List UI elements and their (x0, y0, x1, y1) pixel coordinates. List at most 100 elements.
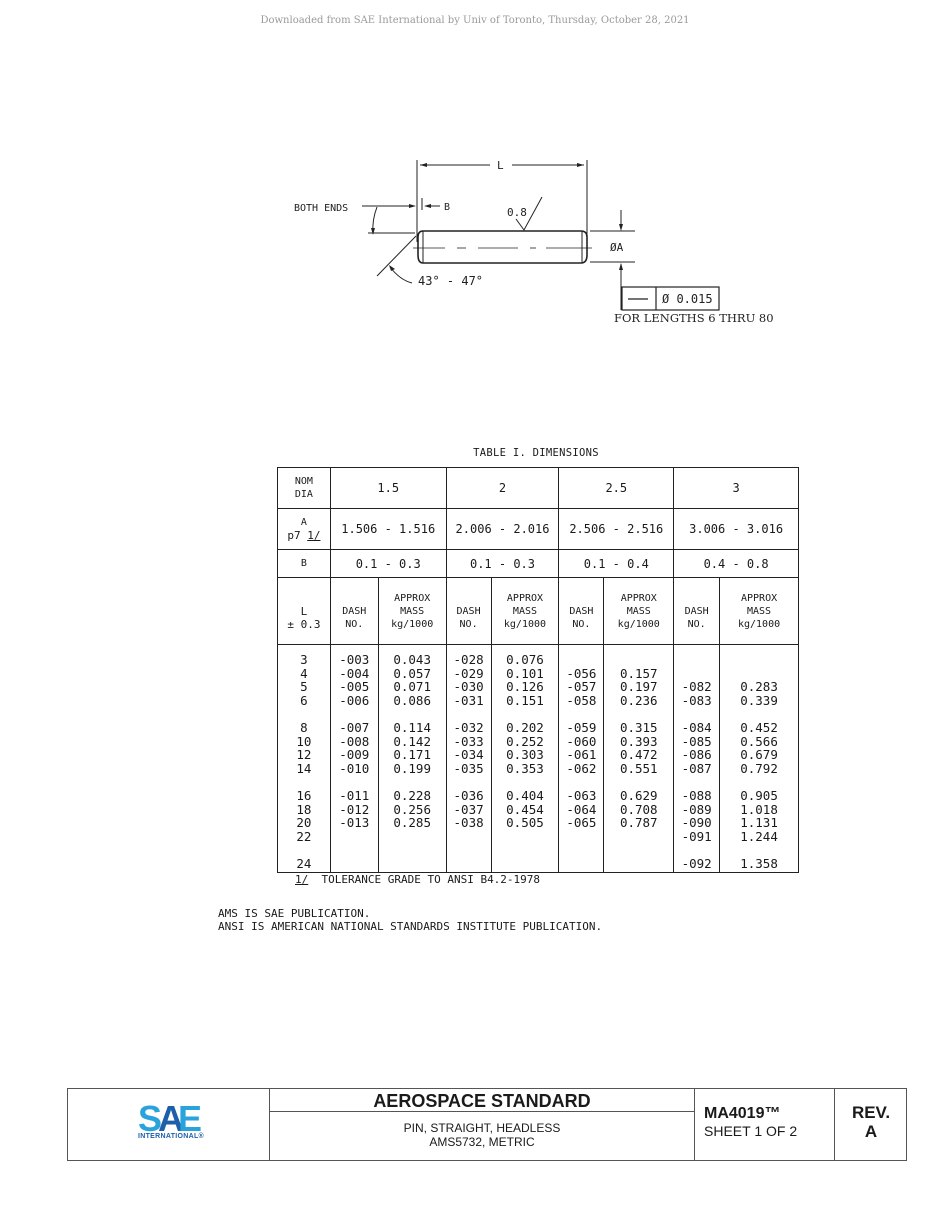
table-cell: 0.199 (393, 760, 431, 776)
table-cell: 0.283 (740, 679, 778, 695)
table-cell: 0.792 (740, 760, 778, 776)
l-label: L± 0.3 (277, 577, 331, 645)
table-cell: 0.101 (506, 665, 544, 681)
table-cell: -085 (681, 733, 712, 749)
table-cell (559, 857, 603, 871)
table-cell: 0.353 (506, 760, 544, 776)
notes: AMS IS SAE PUBLICATION. ANSI IS AMERICAN… (218, 907, 602, 933)
sae-logo-icon: S A E (138, 1101, 202, 1133)
pin-drawing: L B BOTH ENDS 0.8 43° - 47° (280, 150, 800, 330)
b-value: 0.4 - 0.8 (673, 549, 799, 578)
table-cell: 0.505 (506, 815, 544, 831)
b-value: 0.1 - 0.3 (445, 549, 560, 578)
table-cell: -031 (453, 692, 484, 708)
table-cell: 1.358 (740, 855, 778, 871)
document-number: MA4019™ (704, 1105, 781, 1122)
table-cell: -092 (681, 855, 712, 871)
table-cell (604, 830, 673, 844)
table-cell: -084 (681, 719, 712, 735)
table-cell: -028 (453, 652, 484, 667)
svg-text:0.8: 0.8 (507, 206, 527, 219)
table-cell: 14 (296, 760, 312, 776)
table-cell: 16 (296, 787, 312, 803)
table-cell: -036 (453, 787, 484, 803)
table-cell: 0.787 (619, 815, 658, 831)
table-cell: 0.228 (393, 787, 431, 803)
b-row: B 0.1 - 0.3 0.1 - 0.3 0.1 - 0.4 0.4 - 0.… (277, 549, 799, 578)
table-cell: 24 (296, 855, 312, 871)
table-cell: 0.472 (619, 747, 658, 763)
table-cell: 0.202 (506, 719, 544, 735)
dash-column: -028-029-030-031-032-033-034-035-036-037… (445, 644, 492, 873)
table-cell: -030 (453, 679, 484, 695)
svg-text:Ø 0.015: Ø 0.015 (662, 292, 713, 306)
b-value: 0.1 - 0.4 (558, 549, 675, 578)
standard-heading: AEROSPACE STANDARD (270, 1089, 694, 1112)
table-cell: -087 (681, 760, 712, 776)
table-cell: 1.018 (740, 801, 778, 817)
part-description: PIN, STRAIGHT, HEADLESS AMS5732, METRIC (403, 1121, 561, 1149)
table-cell: -059 (566, 719, 597, 735)
table-cell: 0.197 (619, 679, 658, 695)
footnote: 1/ TOLERANCE GRADE TO ANSI B4.2-1978 (295, 873, 540, 886)
table-cell: 0.126 (506, 679, 544, 695)
nom-dia-1.5: 1.5 (329, 467, 447, 509)
download-note: Downloaded from SAE International by Uni… (260, 15, 690, 26)
table-cell: -006 (339, 692, 370, 708)
svg-text:43° - 47°: 43° - 47° (418, 274, 483, 288)
document-number-cell: MA4019™ SHEET 1 OF 2 (694, 1089, 835, 1160)
table-cell: -033 (453, 733, 484, 749)
table-cell: 0.076 (506, 652, 544, 667)
table-cell (492, 857, 559, 871)
table-cell: -038 (453, 815, 484, 831)
table-cell: 0.452 (740, 719, 778, 735)
table-cell: -060 (566, 733, 597, 749)
table-cell (331, 830, 378, 844)
note-ansi: ANSI IS AMERICAN NATIONAL STANDARDS INST… (218, 920, 603, 933)
dash-column: -003-004-005-006-007-008-009-010-011-012… (329, 644, 379, 873)
table-cell: 0.905 (740, 787, 778, 803)
table-cell: 6 (300, 692, 308, 708)
table-cell (720, 653, 798, 667)
table-cell (447, 830, 491, 844)
table-cell: 0.256 (393, 801, 431, 817)
table-cell: 22 (296, 828, 312, 844)
table-cell: 0.171 (393, 747, 431, 763)
table-cell: 4 (300, 665, 308, 681)
table-title: TABLE I. DIMENSIONS (473, 447, 599, 459)
table-cell: -012 (339, 801, 370, 817)
table-cell: 0.071 (393, 679, 431, 695)
table-cell (604, 653, 673, 667)
table-cell: -061 (566, 747, 597, 763)
table-cell: 3 (300, 652, 308, 667)
table-cell: 0.315 (619, 719, 658, 735)
table-cell: 10 (296, 733, 312, 749)
table-cell: -010 (339, 760, 370, 776)
table-cell: -088 (681, 787, 712, 803)
dash-column: -056-057-058-059-060-061-062-063-064-065 (558, 644, 605, 873)
table-cell: -086 (681, 747, 712, 763)
table-cell: -003 (339, 652, 370, 667)
table-cell: -005 (339, 679, 370, 695)
table-cell: -056 (566, 665, 597, 681)
table-cell: 0.157 (619, 665, 658, 681)
logo-subtext: INTERNATIONAL® (138, 1133, 205, 1140)
table-cell: -064 (566, 801, 597, 817)
b-label: B (277, 549, 331, 578)
table-cell: 18 (296, 801, 312, 817)
table-cell: 0.086 (393, 692, 431, 708)
table-cell: 0.057 (393, 665, 431, 681)
table-cell: -035 (453, 760, 484, 776)
table-cell: 1.244 (740, 828, 778, 844)
table-cell: -009 (339, 747, 370, 763)
table-cell (674, 653, 719, 667)
